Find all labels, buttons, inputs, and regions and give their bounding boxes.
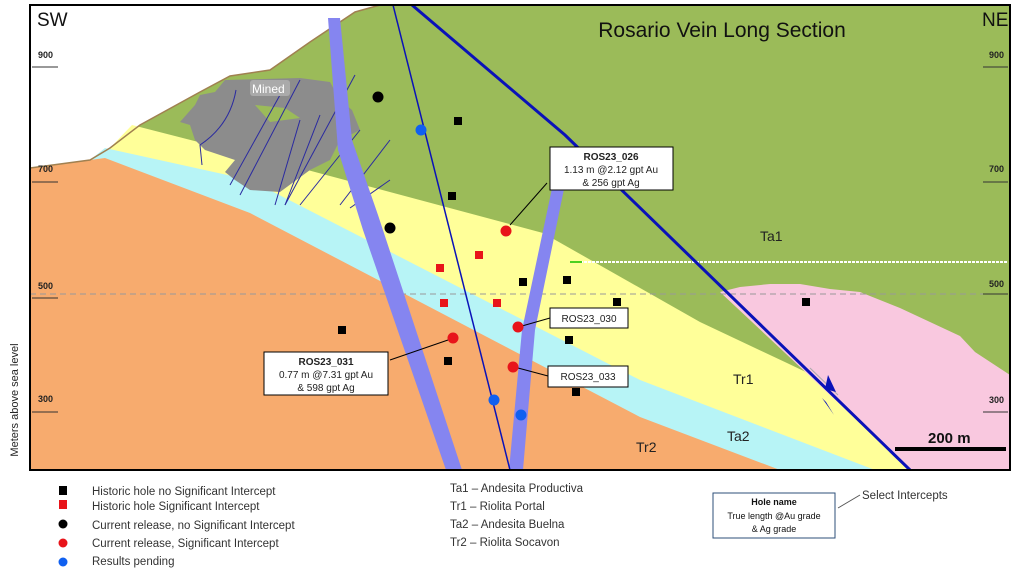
callout-line2: & 256 gpt Ag — [582, 178, 639, 189]
thin-fault-line — [392, 5, 511, 470]
vein-east — [509, 160, 570, 470]
red-square-marker — [493, 299, 501, 307]
callout-ros23-031: ROS23_031 0.77 m @7.31 gpt Au & 598 gpt … — [263, 351, 389, 396]
red-square-marker — [436, 264, 444, 272]
historic-holes-no-intercept — [338, 117, 810, 396]
black-square-marker — [448, 192, 456, 200]
legend-unit: Tr2 – Riolita Socavon — [450, 537, 560, 549]
black-circle-icon — [58, 519, 68, 529]
callout-leaders — [389, 182, 551, 377]
blue-circle-icon — [58, 557, 68, 567]
callout-hole-name: ROS23_026 — [583, 152, 638, 163]
blue-circle-marker — [515, 409, 527, 421]
black-square-marker — [572, 388, 580, 396]
black-square-marker — [444, 357, 452, 365]
legend-units: Ta1 – Andesita Productiva Tr1 – Riolita … — [450, 483, 584, 549]
label-ta1: Ta1 — [760, 228, 783, 244]
callout-ros23-026: ROS23_026 1.13 m @2.12 gpt Au & 256 gpt … — [549, 146, 674, 191]
blue-circle-marker — [415, 124, 427, 136]
red-circle-icon — [58, 538, 68, 548]
legend-item: Historic hole no Significant Intercept — [92, 486, 276, 498]
black-square-marker — [563, 276, 571, 284]
mined-area — [180, 78, 360, 192]
vein-west — [328, 18, 462, 470]
fault-arrow-up-icon — [822, 398, 834, 415]
black-square-marker — [565, 336, 573, 344]
section-frame — [29, 4, 1011, 471]
legend-unit: Ta2 – Andesita Buelna — [450, 519, 565, 531]
legend-item: Results pending — [92, 556, 174, 568]
label-ta2: Ta2 — [727, 428, 750, 444]
legend-unit: Tr1 – Riolita Portal — [450, 501, 545, 513]
scale-bar-label: 200 m — [928, 430, 971, 447]
elev-700-right: 700 — [989, 164, 1004, 174]
elev-300-right: 300 — [989, 395, 1004, 405]
callout-ros23-033: ROS23_033 — [547, 365, 629, 388]
legend-symbols: Historic hole no Significant Intercept H… — [58, 486, 295, 568]
label-mined: Mined — [252, 82, 285, 96]
callout-ros23-030: ROS23_030 — [549, 307, 629, 329]
callout-line1: 1.13 m @2.12 gpt Au — [564, 165, 658, 176]
legend-item: Historic hole Significant Intercept — [92, 501, 260, 513]
blue-circle-marker — [488, 394, 500, 406]
key-label: Select Intercepts — [862, 490, 948, 502]
elevation-labels-left: 900 700 500 300 — [32, 50, 58, 413]
key-box-line1: True length @Au grade — [727, 511, 820, 521]
elev-900-left: 900 — [38, 50, 53, 60]
callout-line1: 0.77 m @7.31 gpt Au — [279, 370, 373, 381]
red-circle-marker-ros23-030 — [512, 321, 524, 333]
black-circle-marker — [384, 222, 396, 234]
elev-300-left: 300 — [38, 394, 53, 404]
unit-pink-intrusive — [720, 284, 1010, 470]
label-tr1: Tr1 — [733, 371, 754, 387]
elev-500-left: 500 — [38, 281, 53, 291]
elev-700-left: 700 — [38, 164, 53, 174]
key-leader — [837, 494, 861, 509]
elev-500-right: 500 — [989, 279, 1004, 289]
callout-hole-name: ROS23_031 — [298, 357, 353, 368]
black-square-marker — [454, 117, 462, 125]
black-square-icon — [59, 486, 67, 495]
legend-callout-key: Hole name True length @Au grade & Ag gra… — [712, 490, 948, 539]
black-square-marker — [519, 278, 527, 286]
black-circle-marker — [372, 91, 384, 103]
red-square-marker — [475, 251, 483, 259]
key-box-line2: & Ag grade — [752, 524, 797, 534]
historic-holes-intercept — [436, 251, 501, 307]
red-square-marker — [440, 299, 448, 307]
black-square-marker — [338, 326, 346, 334]
callout-hole-name: ROS23_030 — [561, 314, 616, 325]
key-box-title: Hole name — [751, 497, 797, 507]
black-square-marker — [802, 298, 810, 306]
legend-item: Current release, Significant Intercept — [92, 538, 279, 550]
black-square-marker — [613, 298, 621, 306]
callout-hole-name: ROS23_033 — [560, 372, 615, 383]
red-circle-marker-ros23-031 — [447, 332, 459, 344]
elevation-labels-right: 900 700 500 300 — [983, 50, 1008, 413]
red-square-icon — [59, 500, 67, 509]
red-circle-marker-ros23-026 — [500, 225, 512, 237]
legend-item: Current release, no Significant Intercep… — [92, 520, 295, 532]
y-axis-label: Meters above sea level — [9, 343, 21, 456]
legend-unit: Ta1 – Andesita Productiva — [450, 483, 584, 495]
fault-arrow-down-icon — [825, 375, 836, 392]
mined-label-bg — [250, 80, 290, 96]
main-fault-line — [411, 5, 912, 470]
red-circle-marker-ros23-033 — [507, 361, 519, 373]
callout-line2: & 598 gpt Ag — [297, 383, 354, 394]
section-title: Rosario Vein Long Section — [598, 19, 846, 42]
compass-ne: NE — [982, 10, 1008, 31]
elev-900-right: 900 — [989, 50, 1004, 60]
compass-sw: SW — [37, 10, 68, 31]
label-tr2: Tr2 — [636, 439, 657, 455]
mined-island — [255, 105, 300, 122]
